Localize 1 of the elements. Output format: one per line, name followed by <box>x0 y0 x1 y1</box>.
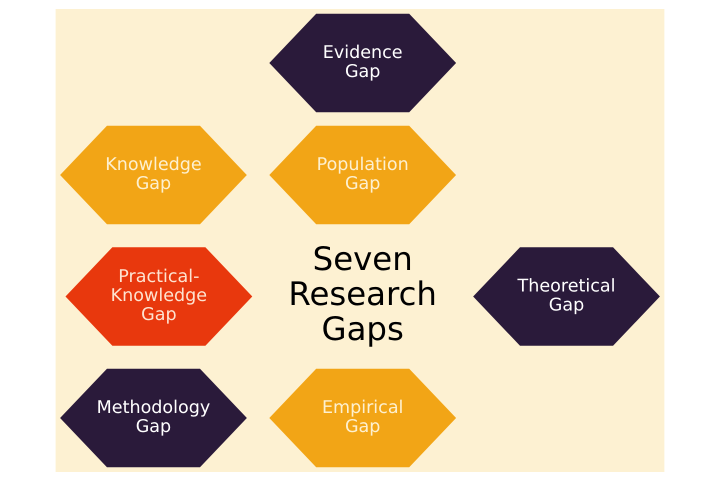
label: Seven Research Gaps <box>288 239 437 348</box>
